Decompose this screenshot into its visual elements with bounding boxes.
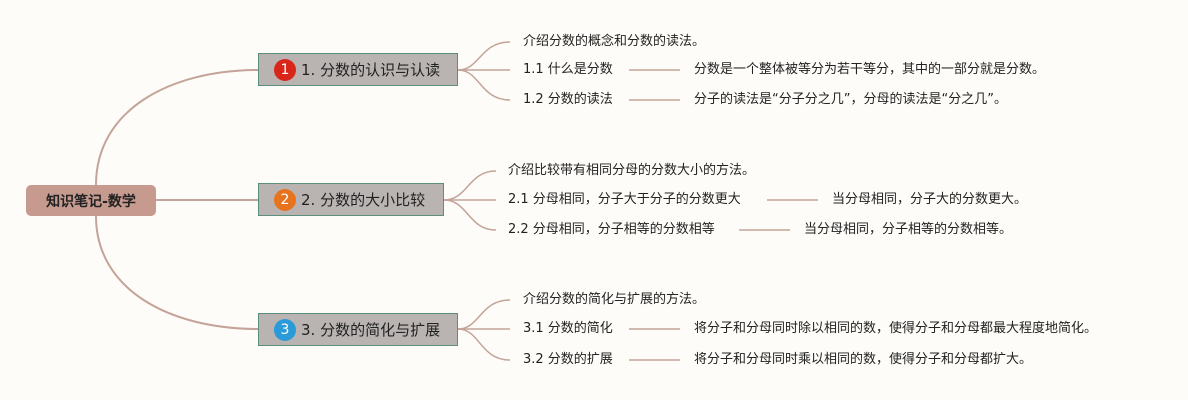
branch-3-intro[interactable]: 介绍分数的简化与扩展的方法。 <box>523 292 706 307</box>
branch-1-sub-2[interactable]: 1.2 分数的读法 <box>523 92 613 107</box>
branch-2-sub-2-detail[interactable]: 当分母相同，分子相等的分数相等。 <box>804 222 1013 237</box>
branch-3-sub-1[interactable]: 3.1 分数的简化 <box>523 321 613 336</box>
branch-1-sub-1[interactable]: 1.1 什么是分数 <box>523 62 613 77</box>
branch-1-intro[interactable]: 介绍分数的概念和分数的读法。 <box>523 34 706 49</box>
connector-root-branch-1 <box>95 69 259 186</box>
branch-2-intro[interactable]: 介绍比较带有相同分母的分数大小的方法。 <box>508 163 756 178</box>
branch-label: 3. 分数的简化与扩展 <box>301 321 441 339</box>
root-node[interactable]: 知识笔记-数学 <box>26 185 156 216</box>
number-badge-icon: 1 <box>274 58 296 81</box>
root-label: 知识笔记-数学 <box>46 193 136 210</box>
branch-2-sub-2[interactable]: 2.2 分母相同，分子相等的分数相等 <box>508 222 715 237</box>
branch-label: 1. 分数的认识与认读 <box>301 61 441 79</box>
branch-node-3[interactable]: 3 3. 分数的简化与扩展 <box>258 313 458 346</box>
branch-3-sub-2[interactable]: 3.2 分数的扩展 <box>523 352 613 367</box>
branch-3-sub-1-detail[interactable]: 将分子和分母同时除以相同的数，使得分子和分母都最大程度地简化。 <box>694 321 1098 336</box>
branch-1-sub-2-detail[interactable]: 分子的读法是“分子分之几”，分母的读法是“分之几”。 <box>694 92 1007 107</box>
branch-1-sub-1-detail[interactable]: 分数是一个整体被等分为若干等分，其中的一部分就是分数。 <box>694 62 1046 77</box>
connector-root-branch-3 <box>95 215 259 330</box>
branch-label: 2. 分数的大小比较 <box>301 191 426 209</box>
branch-2-sub-1[interactable]: 2.1 分母相同，分子大于分子的分数更大 <box>508 192 741 207</box>
branch-node-2[interactable]: 2 2. 分数的大小比较 <box>258 183 444 216</box>
number-badge-icon: 2 <box>274 188 296 211</box>
branch-3-sub-2-detail[interactable]: 将分子和分母同时乘以相同的数，使得分子和分母都扩大。 <box>694 352 1033 367</box>
branch-2-sub-1-detail[interactable]: 当分母相同，分子大的分数更大。 <box>832 192 1028 207</box>
branch-node-1[interactable]: 1 1. 分数的认识与认读 <box>258 53 458 86</box>
number-badge-icon: 3 <box>274 318 296 341</box>
